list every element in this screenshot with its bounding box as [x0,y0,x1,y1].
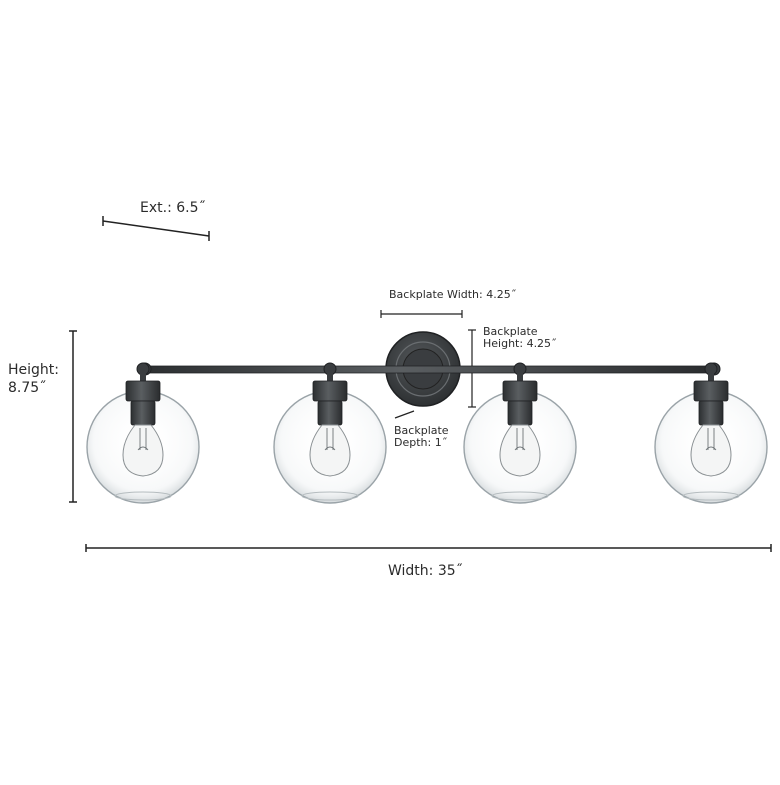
stem [517,372,523,382]
bulb [309,424,351,477]
backplate-depth-label-line1: Backplate [394,424,449,437]
extension-line [102,220,210,237]
width-label: Width: 35˝ [388,563,463,579]
backplate-depth-dimension [394,410,415,419]
socket-cup [312,380,348,402]
glass-opening [301,491,359,501]
height-dimension [69,330,77,503]
socket [698,400,724,426]
bulb [690,424,732,477]
backplate-height-label-line2: Height: 4.25˝ [483,337,557,350]
width-dimension [85,544,772,552]
socket [317,400,343,426]
glass-opening [491,491,549,501]
backplate-height-label-line1: Backplate [483,325,538,338]
socket-cup [502,380,538,402]
stem [327,372,333,382]
bulb [499,424,541,477]
shade-2 [273,362,387,504]
height-label-line2: 8.75˝ [8,380,47,396]
bulb [122,424,164,477]
socket-cup [693,380,729,402]
socket [130,400,156,426]
backplate-depth-label-line2: Depth: 1˝ [394,436,448,449]
height-label-line1: Height: [8,362,59,378]
glass-opening [114,491,172,501]
socket [507,400,533,426]
stem [708,372,714,382]
stem [140,372,146,382]
backplate-width-dimension [380,310,463,318]
shade-4 [654,362,768,504]
backplate-depth-line [394,410,415,419]
filament [705,428,717,451]
extension-dimension [102,216,210,241]
filament [514,428,526,451]
filament [324,428,336,451]
extension-label: Ext.: 6.5˝ [140,200,206,216]
shade-1 [86,362,200,504]
shade-3 [463,362,577,504]
socket-cup [125,380,161,402]
shades-group [86,362,768,504]
glass-opening [682,491,740,501]
filament [137,428,149,451]
backplate-width-label: Backplate Width: 4.25˝ [389,288,517,301]
